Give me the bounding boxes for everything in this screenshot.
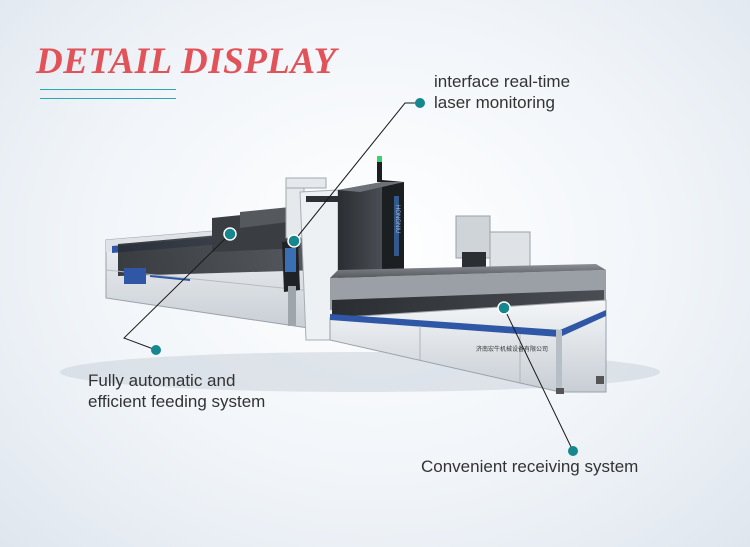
receiving-marker [497, 301, 511, 315]
callout-receiving-line1: Convenient receiving system [421, 457, 639, 476]
feeding-marker [223, 227, 237, 241]
feeding-end-dot [151, 345, 161, 355]
title-underline-secondary [40, 98, 176, 99]
callout-markers [151, 98, 578, 456]
callout-receiving: Convenient receiving system [421, 456, 638, 477]
page-title: DETAIL DISPLAY [36, 41, 337, 82]
monitoring-leader [293, 102, 419, 242]
receiving-bed: 济南宏牛机械设备有限公司 [329, 264, 607, 394]
callout-monitoring-line1: interface real-time [434, 72, 571, 91]
side-panel-text: HONGNIU [394, 205, 400, 233]
receiving-end-dot [568, 446, 578, 456]
title-underline [40, 89, 176, 90]
callout-monitoring-line2: laser monitoring [434, 93, 555, 112]
callout-feeding: Fully automatic and efficient feeding sy… [88, 370, 265, 412]
callout-lines [123, 102, 574, 452]
monitoring-end-dot [415, 98, 425, 108]
callout-monitoring: interface real-time laser monitoring [434, 71, 570, 113]
receiving-leader [503, 307, 574, 452]
cutting-head: HONGNIU [299, 156, 404, 341]
loader-frame [212, 177, 327, 252]
feeding-leader [123, 233, 231, 351]
maker-plate: 济南宏牛机械设备有限公司 [476, 345, 548, 353]
brand-logo [124, 268, 146, 284]
control-panel [282, 240, 300, 326]
callout-feeding-line2: efficient feeding system [88, 392, 266, 411]
callout-feeding-line1: Fully automatic and [88, 371, 236, 390]
rear-chuck [455, 215, 531, 270]
monitoring-marker [287, 234, 301, 248]
